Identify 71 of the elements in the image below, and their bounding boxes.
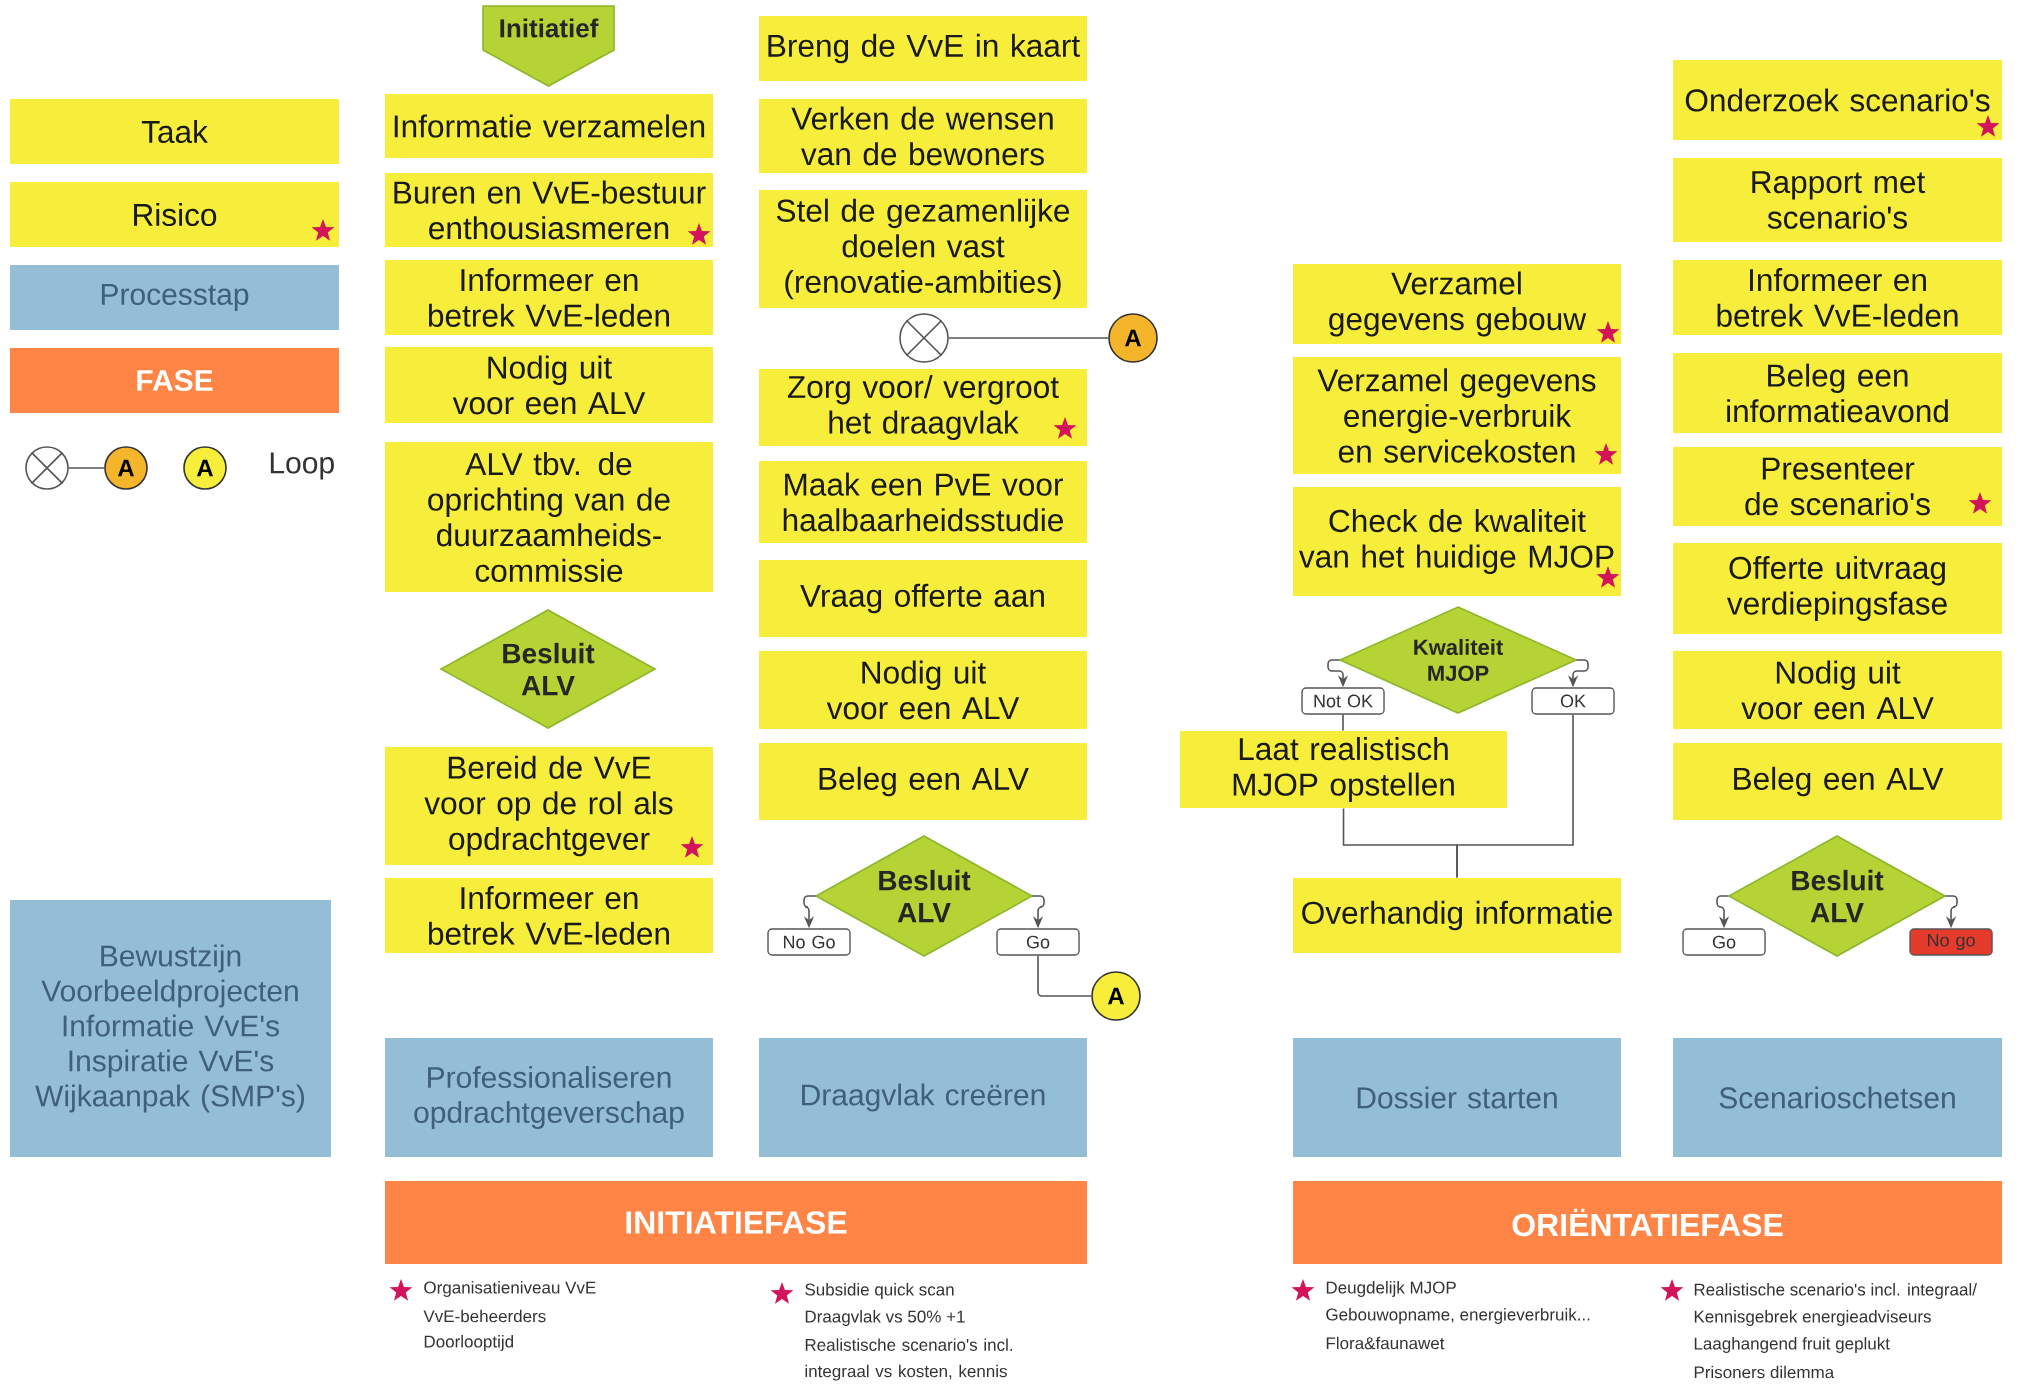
outcome-box: Go xyxy=(1682,928,1766,956)
task-box: Verzamel gegevens energie-verbruik en servicekosten xyxy=(1293,357,1621,474)
note-text: Gebouwopname, energieverbruik... xyxy=(1326,1308,1590,1324)
outcome-box: No go xyxy=(1909,928,1993,956)
note-text: VvE-beheerders xyxy=(423,1309,546,1323)
connector-line xyxy=(1456,713,1574,879)
cross-circle xyxy=(899,313,949,363)
loop-connector: A xyxy=(183,446,227,490)
process-step-box: Dossier starten xyxy=(1293,1038,1621,1157)
task-box: Nodig uit voor een ALV xyxy=(759,651,1087,729)
task-box: ALV tbv. de oprichting van de duurzaamheids-commissie xyxy=(385,442,713,592)
note-text: Flora&faunawet xyxy=(1326,1336,1445,1350)
task-box: Nodig uit voor een ALV xyxy=(1673,651,2003,729)
outcome-box: No Go xyxy=(767,928,851,956)
task-box: Beleg een informatieavond xyxy=(1673,353,2003,433)
task-box: Taak xyxy=(10,99,339,164)
process-step-box: Bewustzijn Voorbeeldprojecten Informatie VvE's Inspiratie VvE's Wijkaanpak (SMP's) xyxy=(10,900,331,1157)
note-text: Realistische scenario's incl. integraal/ xyxy=(1694,1283,1977,1299)
phase-bar: ORIËNTATIEFASE xyxy=(1293,1181,2003,1264)
task-box: Check de kwaliteit van het huidige MJOP xyxy=(1293,487,1621,596)
task-box: Stel de gezamenlijke doelen vast (renovatie-ambities) xyxy=(759,190,1087,308)
note-text: Kennisgebrek energieadviseurs xyxy=(1694,1310,1931,1326)
loop-connector: A xyxy=(1108,313,1158,363)
note-text: Realistische scenario's incl. integraal vs kosten, kennis xyxy=(805,1338,1013,1381)
start-pentagon: Initiatief xyxy=(482,5,615,87)
process-step-box: Scenarioschetsen xyxy=(1673,1038,2003,1157)
note-text: Deugdelijk MJOP xyxy=(1326,1281,1456,1297)
task-box: Rapport met scenario's xyxy=(1673,158,2003,242)
process-step-box: Processtap xyxy=(10,265,339,330)
outcome-box: Not OK xyxy=(1301,687,1385,715)
task-box: Maak een PvE voor haalbaarheidsstudie xyxy=(759,461,1087,543)
task-box: Buren en VvE-bestuur enthousiasmeren xyxy=(385,173,713,247)
task-box: Breng de VvE in kaart xyxy=(759,16,1087,81)
task-box: Overhandig informatie xyxy=(1293,878,1621,953)
task-box: Verzamel gegevens gebouw xyxy=(1293,264,1621,344)
cross-circle xyxy=(25,446,69,490)
task-box: Offerte uitvraag verdiepingsfase xyxy=(1673,543,2003,634)
note-text: Organisatieniveau VvE xyxy=(424,1281,596,1297)
connector-line xyxy=(68,467,105,469)
task-box: Verken de wensen van de bewoners xyxy=(759,99,1087,173)
process-step-box: Draagvlak creëren xyxy=(759,1038,1087,1157)
outcome-box: OK xyxy=(1531,687,1615,715)
note-text: Draagvlak vs 50% +1 xyxy=(805,1310,965,1326)
task-box: Informeer en betrek VvE-leden xyxy=(385,260,713,335)
task-box: Nodig uit voor een ALV xyxy=(385,347,713,423)
task-box: Risico xyxy=(10,182,339,247)
connector-line xyxy=(1342,713,1344,732)
loop-connector: A xyxy=(104,446,148,490)
phase-box: FASE xyxy=(10,348,339,413)
note-text: Subsidie quick scan xyxy=(805,1283,954,1299)
task-box: Informeer en betrek VvE-leden xyxy=(385,878,713,953)
note-text: Prisoners dilemma xyxy=(1694,1365,1835,1379)
loop-label: Loop xyxy=(270,452,334,480)
connector-line xyxy=(1037,954,1092,997)
note-text: Doorlooptijd xyxy=(424,1335,514,1351)
task-box: Zorg voor/ vergroot het draagvlak xyxy=(759,369,1087,446)
task-box: Beleg een ALV xyxy=(1673,743,2003,820)
connector-line xyxy=(948,337,1109,339)
phase-bar: INITIATIEFASE xyxy=(385,1181,1087,1264)
loop-connector: A xyxy=(1091,971,1141,1021)
process-step-box: Professionaliseren opdrachtgeverschap xyxy=(385,1038,713,1157)
task-box: Informatie verzamelen xyxy=(385,94,713,158)
task-box: Informeer en betrek VvE-leden xyxy=(1673,260,2003,335)
task-box: Presenteer de scenario's xyxy=(1673,447,2003,526)
outcome-box: Go xyxy=(996,928,1080,956)
task-box: Onderzoek scenario's xyxy=(1673,60,2003,140)
task-box: Bereid de VvE voor op de rol als opdrachtgever xyxy=(385,747,713,865)
note-text: Laaghangend fruit geplukt xyxy=(1694,1337,1890,1353)
task-box: Vraag offerte aan xyxy=(759,560,1087,637)
task-box: Beleg een ALV xyxy=(759,743,1087,820)
task-box: Laat realistisch MJOP opstellen xyxy=(1180,731,1508,808)
